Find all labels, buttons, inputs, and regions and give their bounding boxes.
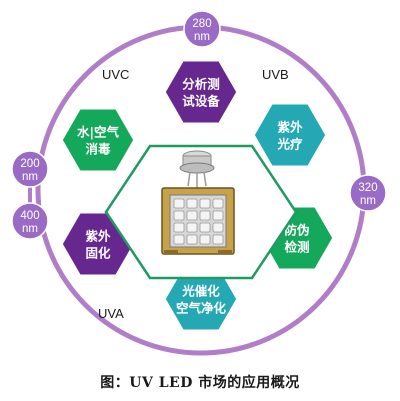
- hex-label: 固化: [85, 246, 111, 261]
- led-chip: [186, 210, 198, 221]
- led-chip: [186, 234, 198, 245]
- led-chip: [199, 210, 211, 221]
- led-chip: [199, 198, 211, 209]
- led-chip: [186, 222, 198, 233]
- marker-label: nm: [22, 223, 38, 235]
- led-chip: [199, 234, 211, 245]
- hex-label: 光疗: [276, 137, 303, 152]
- hex-label: 防伪: [284, 223, 309, 238]
- marker-label: 200: [20, 158, 39, 170]
- hex-label: 空气净化: [176, 301, 227, 316]
- marker-label: 280: [192, 18, 211, 30]
- uv-led-device-image: [161, 150, 235, 255]
- led-chip: [212, 234, 224, 245]
- hex-label: 紫外: [85, 229, 111, 244]
- band-label-uvc: UVC: [102, 67, 129, 82]
- marker-label: nm: [194, 31, 210, 43]
- led-chip: [212, 222, 224, 233]
- hex-label: 消毒: [85, 142, 111, 157]
- figure-caption: 图：UV LED 市场的应用概况: [100, 375, 300, 391]
- marker-label: nm: [22, 171, 38, 183]
- led-chip: [199, 222, 211, 233]
- led-chip: [173, 222, 185, 233]
- band-label-uva: UVA: [98, 306, 124, 321]
- led-chip: [173, 198, 185, 209]
- hex-label: 试设备: [182, 94, 220, 109]
- hex-label: 水|空气: [77, 125, 120, 140]
- led-chip: [186, 198, 198, 209]
- hex-label: 检测: [284, 240, 309, 255]
- hex-label: 紫外: [277, 120, 303, 135]
- hex-label: 分析测: [182, 77, 220, 92]
- marker-label: 400: [20, 210, 39, 222]
- center-device-panel: [104, 144, 298, 280]
- marker-label: 320: [358, 182, 377, 194]
- led-chip: [173, 210, 185, 221]
- hex-label: 光催化: [181, 284, 220, 299]
- led-chip: [173, 234, 185, 245]
- led-chip: [212, 210, 224, 221]
- band-label-uvb: UVB: [262, 67, 289, 82]
- marker-label: nm: [360, 195, 376, 207]
- led-chip: [212, 198, 224, 209]
